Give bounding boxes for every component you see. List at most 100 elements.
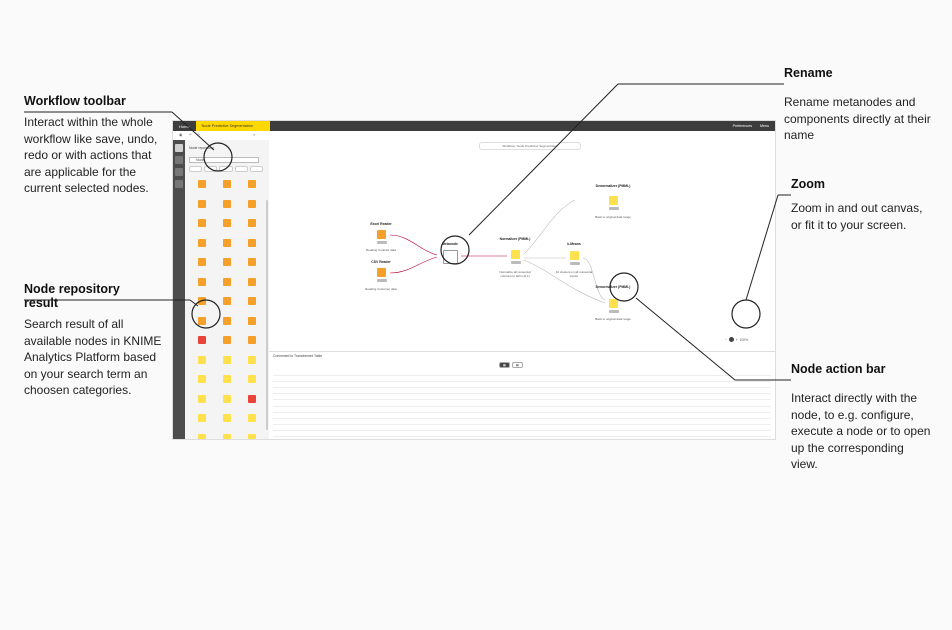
workflow-tab[interactable]: Node Predictive Segmentation	[195, 121, 270, 131]
zoom-in-icon[interactable]: +	[735, 337, 738, 342]
table-row[interactable]	[273, 418, 771, 425]
column-header[interactable]	[293, 370, 315, 377]
chip[interactable]	[249, 166, 264, 172]
repository-node-tile[interactable]	[189, 252, 214, 272]
menu-button[interactable]: Menu	[760, 124, 769, 128]
column-header[interactable]	[563, 370, 585, 377]
node-label[interactable]: k-Means	[567, 242, 581, 246]
column-header[interactable]	[501, 370, 522, 377]
repository-node-tile[interactable]	[189, 428, 214, 439]
repository-node-tile[interactable]	[239, 252, 264, 272]
node-label[interactable]: Denormalizer (PMML)	[595, 285, 631, 289]
column-header[interactable]	[356, 370, 377, 377]
save-icon[interactable]: ▣	[179, 133, 183, 137]
column-header[interactable]	[439, 370, 460, 377]
table-row[interactable]	[273, 381, 771, 389]
repository-node-tile[interactable]	[189, 213, 214, 233]
table-row[interactable]	[273, 387, 771, 395]
csv-reader-node[interactable]	[377, 268, 386, 277]
repository-node-tile[interactable]	[239, 174, 264, 194]
nav-monitor-icon[interactable]	[175, 180, 183, 188]
repository-node-tile[interactable]	[239, 389, 264, 409]
repository-node-tile[interactable]	[239, 369, 264, 389]
repository-node-tile[interactable]	[189, 174, 214, 194]
metanode[interactable]	[443, 250, 458, 264]
chip[interactable]	[189, 166, 203, 172]
table-row[interactable]	[273, 436, 771, 439]
normalizer-node[interactable]	[511, 250, 520, 259]
column-header[interactable]	[750, 370, 771, 377]
denormalizer-node-selected[interactable]	[609, 299, 618, 308]
repository-node-tile[interactable]	[189, 369, 214, 389]
repository-node-tile[interactable]	[214, 213, 239, 233]
repository-node-tile[interactable]	[214, 252, 239, 272]
zoom-out-icon[interactable]: −	[725, 337, 727, 342]
repository-node-tile[interactable]	[214, 330, 239, 350]
toolbar-menu-icon[interactable]: ≡	[253, 133, 256, 137]
repository-node-tile[interactable]	[239, 233, 264, 253]
table-row[interactable]	[273, 424, 771, 431]
repository-node-tile[interactable]	[189, 272, 214, 292]
column-header[interactable]	[522, 370, 543, 377]
repository-node-tile[interactable]	[239, 408, 264, 428]
tab-table[interactable]: ▦	[499, 362, 510, 368]
chip[interactable]	[234, 166, 248, 172]
undo-icon[interactable]: ↶	[189, 133, 192, 137]
repository-node-tile[interactable]	[214, 272, 239, 292]
k-means-node[interactable]	[570, 251, 579, 260]
repository-node-tile[interactable]	[239, 291, 264, 311]
repository-node-tile[interactable]	[214, 233, 239, 253]
repository-node-tile[interactable]	[214, 291, 239, 311]
repository-node-tile[interactable]	[239, 213, 264, 233]
repository-node-tile[interactable]	[214, 311, 239, 331]
table-row[interactable]	[273, 399, 771, 407]
repository-node-tile[interactable]	[189, 291, 214, 311]
table-row[interactable]	[273, 406, 771, 413]
column-header[interactable]	[273, 370, 294, 377]
denormalizer-node[interactable]	[609, 196, 618, 205]
repo-scrollbar[interactable]	[266, 200, 268, 430]
node-label[interactable]: Excel Reader	[370, 222, 392, 226]
repository-node-tile[interactable]	[189, 311, 214, 331]
column-header[interactable]	[314, 370, 336, 377]
excel-reader-node[interactable]	[377, 230, 386, 239]
chip[interactable]	[219, 166, 233, 172]
node-label[interactable]: Normalizer (PMML)	[499, 237, 531, 241]
repository-node-tile[interactable]	[239, 311, 264, 331]
column-header[interactable]	[376, 370, 398, 377]
preferences-button[interactable]: Preferences	[732, 124, 752, 128]
repository-node-tile[interactable]	[214, 428, 239, 439]
tab-statistics[interactable]: ▤	[511, 362, 523, 368]
chip[interactable]	[204, 166, 218, 172]
nav-info-icon[interactable]	[175, 144, 183, 152]
column-header[interactable]	[542, 370, 564, 377]
column-header[interactable]	[605, 370, 626, 377]
table-row[interactable]	[273, 412, 771, 419]
node-label[interactable]: Metanode	[442, 242, 458, 246]
column-header[interactable]	[729, 370, 751, 377]
node-label[interactable]: CSV Reader	[371, 260, 391, 264]
zoom-level[interactable]: 100%	[739, 337, 748, 342]
table-row[interactable]	[273, 393, 771, 401]
repository-node-tile[interactable]	[214, 194, 239, 214]
column-header[interactable]	[584, 370, 605, 377]
repository-node-tile[interactable]	[214, 389, 239, 409]
column-header[interactable]	[418, 370, 439, 377]
node-label[interactable]: Denormalizer (PMML)	[595, 184, 631, 188]
repository-node-tile[interactable]	[189, 194, 214, 214]
repository-node-tile[interactable]	[214, 369, 239, 389]
column-header[interactable]	[335, 370, 356, 377]
column-header[interactable]	[480, 370, 502, 377]
column-header[interactable]	[397, 370, 419, 377]
repository-node-tile[interactable]	[239, 330, 264, 350]
repository-node-tile[interactable]	[189, 233, 214, 253]
table-row[interactable]	[273, 430, 771, 438]
home-tab[interactable]: Home	[179, 123, 190, 129]
repository-node-tile[interactable]	[214, 174, 239, 194]
repository-node-tile[interactable]	[189, 330, 214, 350]
redo-icon[interactable]: ↷	[197, 133, 200, 137]
repository-node-tile[interactable]	[239, 428, 264, 439]
nav-repository-icon[interactable]	[175, 156, 183, 164]
repository-node-tile[interactable]	[214, 350, 239, 370]
search-input[interactable]: Node	[189, 157, 259, 163]
